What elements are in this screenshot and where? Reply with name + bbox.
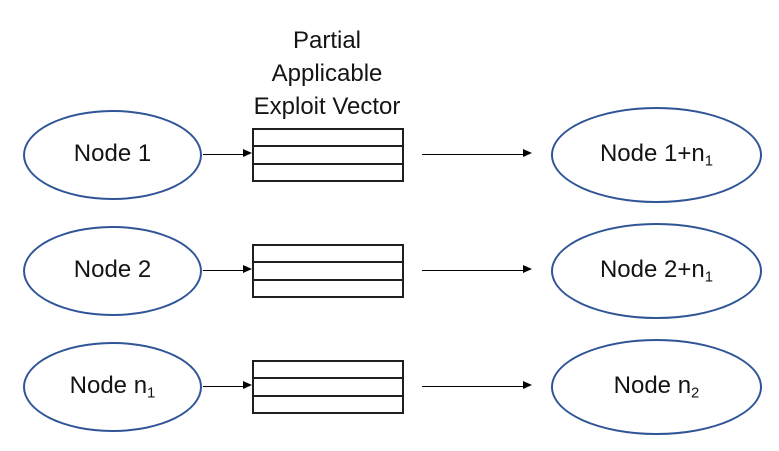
vector-segment [254,263,402,281]
node-label-text: Node 1 [73,140,152,168]
vector-segment [254,280,402,296]
exploit-vector-box [252,244,404,298]
source-node-ellipse: Node n1 [23,342,202,432]
node-label-text: Node 2 [73,256,152,284]
node-label-subscript: 2 [691,385,700,402]
node-label-text: Node 1+n [599,140,705,168]
arrow-source-to-vector [203,149,252,158]
exploit-vector-box [252,128,404,182]
node-label-text: Node n [69,372,148,400]
vector-segment [254,246,402,264]
node-label-text: Node 2+n [599,256,705,284]
vector-segment [254,379,402,397]
target-node-ellipse: Node n2 [551,339,762,435]
arrow-vector-to-target [422,265,532,274]
node-label: Node 1+n1 [600,140,713,169]
arrow-source-to-vector [203,265,252,274]
target-node-ellipse: Node 1+n1 [551,107,762,203]
target-node-ellipse: Node 2+n1 [551,223,762,319]
node-label-text: Node n [613,372,692,400]
source-node-ellipse: Node 2 [23,226,202,316]
vector-segment [254,130,402,148]
vector-segment [254,147,402,165]
node-label: Node n2 [614,372,700,401]
node-label: Node 2 [74,256,151,285]
arrow-vector-to-target [422,149,532,158]
title-line-3: Exploit Vector [253,93,401,120]
node-label: Node 2+n1 [600,256,713,285]
arrow-vector-to-target [422,381,532,390]
vector-segment [254,362,402,380]
node-label-subscript: 1 [147,385,156,402]
exploit-vector-box [252,360,404,414]
node-label: Node 1 [74,140,151,169]
node-label-subscript: 1 [704,269,714,286]
vector-segment [254,396,402,412]
source-node-ellipse: Node 1 [23,110,202,200]
title-line-2: Applicable [271,60,383,87]
node-label: Node n1 [70,372,156,401]
title-line-1: Partial [292,27,362,54]
vector-segment [254,164,402,180]
arrow-source-to-vector [203,381,252,390]
node-label-subscript: 1 [704,153,714,170]
diagram-title: Partial Applicable Exploit Vector [212,24,442,123]
